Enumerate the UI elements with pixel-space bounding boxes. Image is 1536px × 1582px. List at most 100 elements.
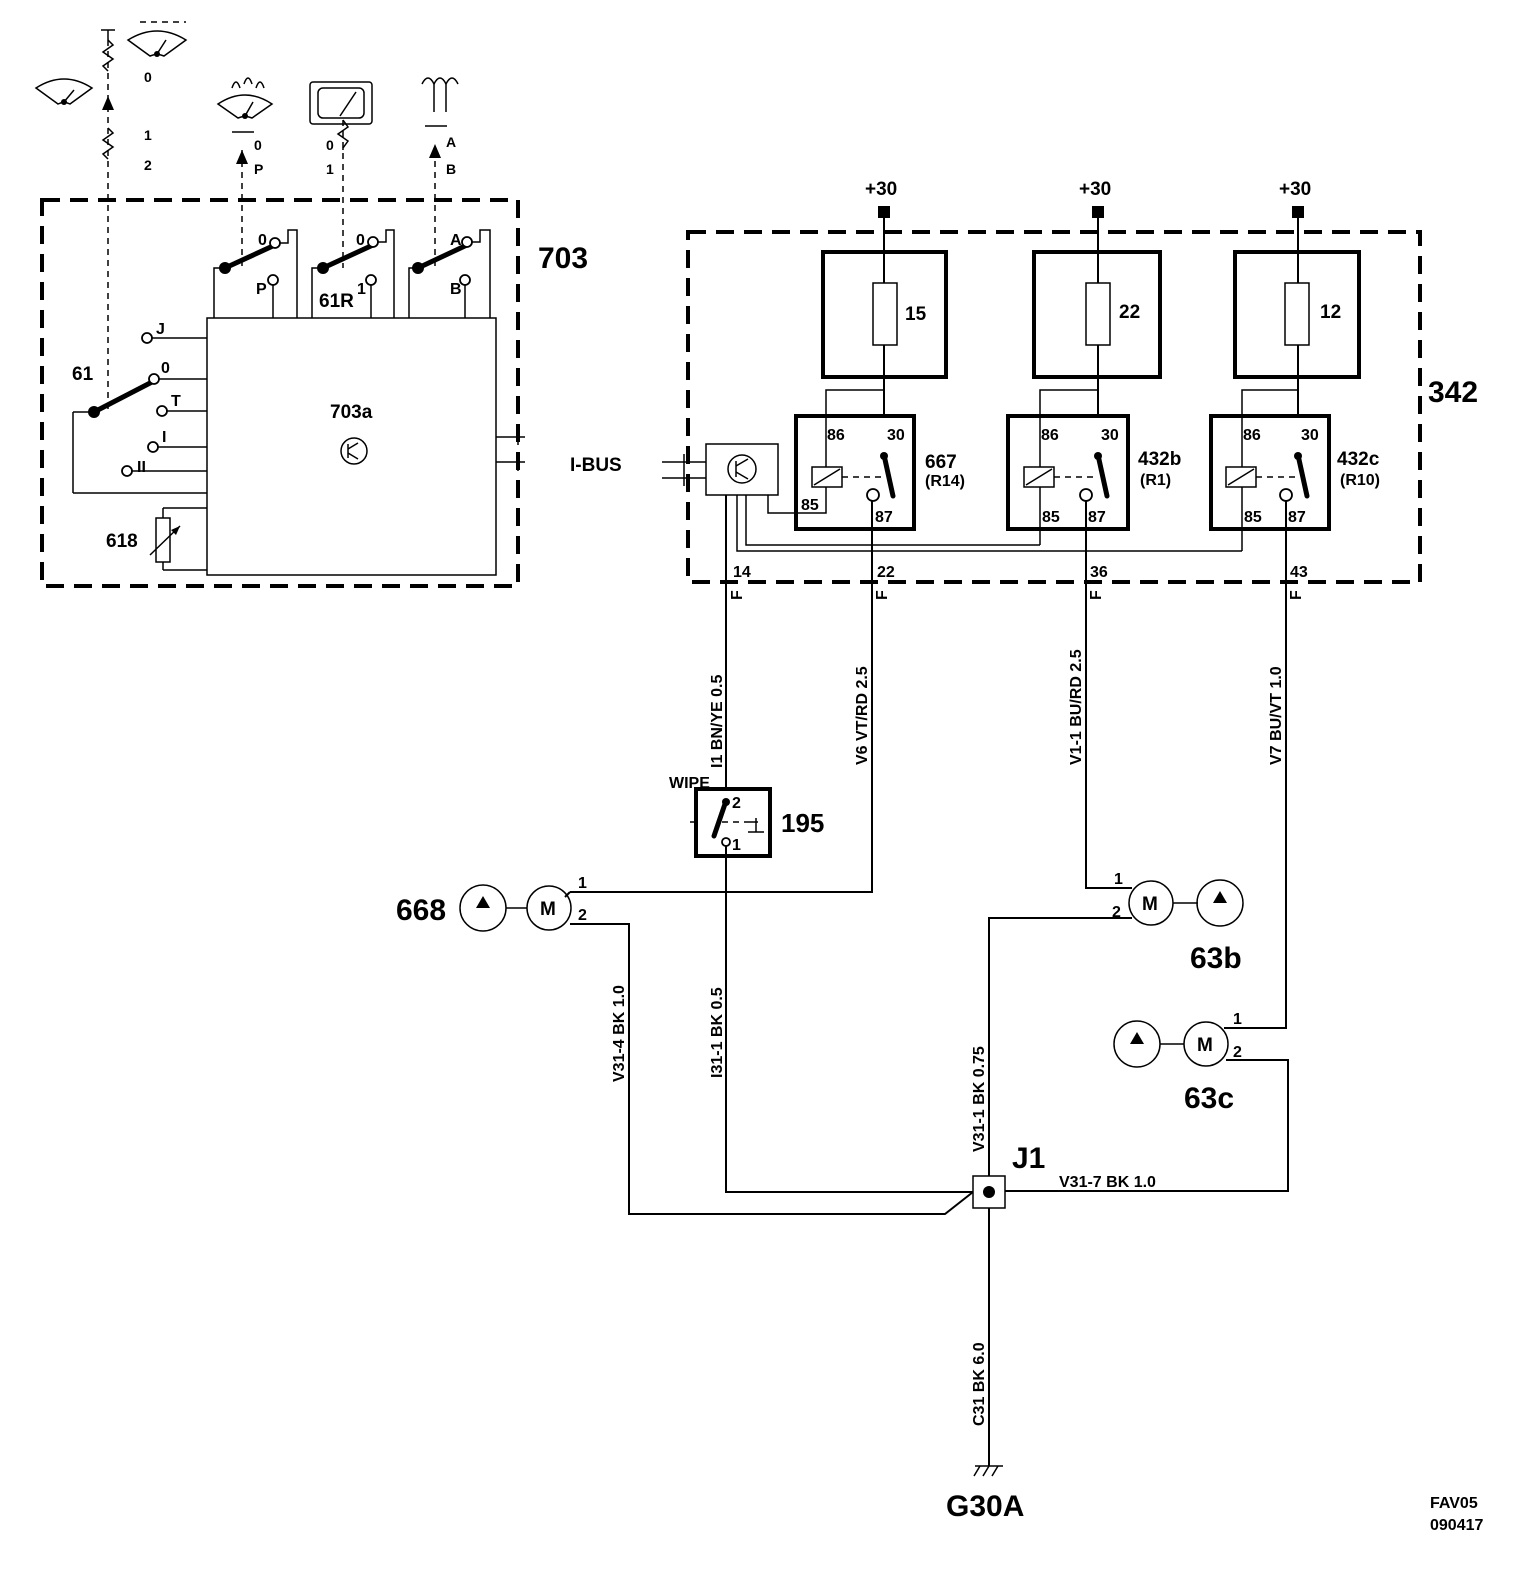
pos-0-label: 0: [161, 360, 170, 377]
top-pos-2: 2: [144, 157, 152, 173]
wire-v31-7-label: V31-7 BK 1.0: [1059, 1174, 1156, 1191]
svg-text:B: B: [450, 281, 462, 298]
wire-v6: [570, 500, 873, 893]
supply-plus30-3: +30: [1279, 179, 1311, 200]
intermittent-wiper-icon: [309, 81, 373, 125]
dashboard-light-icon: [34, 78, 94, 105]
wire-v31-4-label: V31-4 BK 1.0: [611, 985, 628, 1082]
svg-text:M: M: [1197, 1035, 1213, 1056]
supply-plus30-2: +30: [1079, 179, 1111, 200]
svg-text:22: 22: [1119, 302, 1140, 323]
svg-text:A: A: [446, 134, 456, 150]
svg-text:B: B: [446, 161, 456, 177]
svg-text:1: 1: [1233, 1011, 1242, 1028]
svg-text:F: F: [1088, 590, 1105, 600]
svg-text:F: F: [1288, 590, 1305, 600]
relay-667-ref: (R14): [925, 473, 965, 490]
intermittent-switch-lever: [320, 242, 376, 271]
svg-text:M: M: [540, 899, 556, 920]
svg-text:30: 30: [1101, 427, 1119, 444]
svg-text:85: 85: [1042, 509, 1060, 526]
svg-text:0: 0: [254, 137, 262, 153]
relay-432c-ref: (R10): [1340, 472, 1380, 489]
svg-text:12: 12: [1320, 302, 1341, 323]
module-703-label: 703: [538, 242, 588, 275]
svg-text:30: 30: [1301, 427, 1319, 444]
svg-text:1: 1: [1114, 871, 1123, 888]
wire-v6-label: V6 VT/RD 2.5: [854, 666, 871, 765]
svg-text:15: 15: [905, 304, 927, 325]
wiper-switch-lever: [222, 242, 278, 271]
wire-v31-4: [570, 923, 974, 1215]
svg-text:1: 1: [732, 837, 741, 854]
wire-i31-1-label: I31-1 BK 0.5: [709, 987, 726, 1078]
switch-61-label: 61: [72, 364, 94, 385]
pump-668-label: 668: [396, 894, 446, 927]
wire-v1-1-label: V1-1 BU/RD 2.5: [1068, 649, 1085, 765]
svg-text:2: 2: [578, 907, 587, 924]
svg-text:86: 86: [1243, 427, 1261, 444]
svg-text:22: 22: [877, 564, 895, 581]
svg-text:85: 85: [801, 497, 819, 514]
svg-text:2: 2: [1112, 904, 1121, 921]
svg-text:F: F: [729, 590, 746, 600]
washer-switch-lever: [415, 242, 470, 271]
wire-i31-1: [725, 846, 973, 1193]
svg-text:0: 0: [326, 137, 334, 153]
pump-63b-label: 63b: [1190, 942, 1242, 975]
rheostat-618-label: 618: [106, 531, 138, 552]
svg-text:0: 0: [258, 232, 267, 249]
svg-text:2: 2: [732, 795, 741, 812]
svg-text:1: 1: [357, 281, 366, 298]
pump-63b: [1128, 879, 1244, 927]
svg-text:2: 2: [1233, 1044, 1242, 1061]
pump-63c-label: 63c: [1184, 1082, 1234, 1115]
svg-text:P: P: [254, 161, 263, 177]
svg-text:36: 36: [1090, 564, 1108, 581]
junction-j1-label: J1: [1012, 1142, 1045, 1175]
top-pos-1: 1: [144, 127, 152, 143]
svg-text:0: 0: [356, 232, 365, 249]
doc-code-line1: FAV05: [1430, 1495, 1478, 1512]
ibus-transistor-icon: [727, 454, 757, 484]
svg-text:87: 87: [1088, 509, 1106, 526]
washer-nozzle-icon: [421, 77, 459, 112]
doc-code-line2: 090417: [1430, 1517, 1483, 1534]
supply-plus30-1: +30: [865, 179, 897, 200]
svg-text:30: 30: [887, 427, 905, 444]
relay-432b-ref: (R1): [1140, 472, 1171, 489]
svg-text:1: 1: [578, 875, 587, 892]
wire-v31-1: [988, 917, 1132, 1176]
module-342-boundary: [686, 230, 1422, 584]
ground-g30a-label: G30A: [946, 1490, 1024, 1523]
wire-v1-1: [1085, 500, 1132, 889]
wiper-washer-icon: [216, 77, 274, 119]
relay-432b-label: 432b: [1138, 449, 1181, 470]
wire-v7: [1224, 500, 1287, 1029]
transistor-icon: [340, 437, 368, 465]
svg-text:M: M: [1142, 894, 1158, 915]
svg-text:A: A: [450, 232, 462, 249]
wire-c31-label: C31 BK 6.0: [971, 1342, 988, 1426]
relay-667: [794, 414, 916, 531]
pos-t-label: T: [171, 393, 181, 410]
wire-v31-7: [1005, 1059, 1289, 1192]
svg-text:F: F: [874, 590, 891, 600]
svg-text:43: 43: [1290, 564, 1308, 581]
relay-432b: [1006, 414, 1130, 531]
switch-195-label: 195: [781, 808, 824, 838]
svg-text:14: 14: [733, 564, 751, 581]
svg-text:86: 86: [1041, 427, 1059, 444]
rheostat-618: [155, 517, 171, 563]
dashboard-light-dimmed-icon: [126, 21, 188, 57]
ibus-control-unit: [705, 443, 779, 496]
pos-j-label: J: [156, 321, 165, 338]
wire-v7-label: V7 BU/VT 1.0: [1268, 666, 1285, 765]
svg-text:87: 87: [1288, 509, 1306, 526]
relay-432c: [1209, 414, 1331, 531]
wire-v31-1-label: V31-1 BK 0.75: [971, 1046, 988, 1152]
top-pos-0: 0: [144, 69, 152, 85]
switch-61r-label: 61R: [319, 291, 354, 312]
pump-63c: [1113, 1020, 1229, 1068]
